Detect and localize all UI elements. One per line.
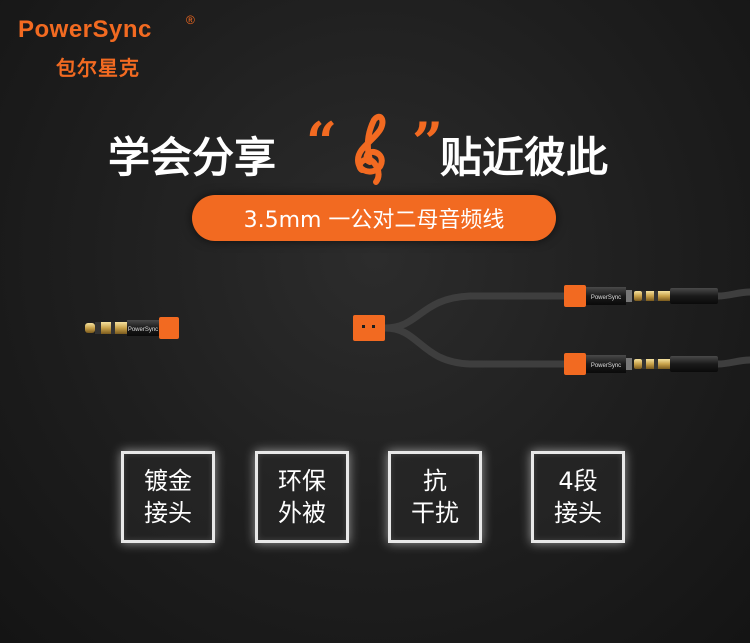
headline: 学会分享 “ ” 贴近彼此 [0,110,750,185]
feature-line2: 干扰 [411,499,459,527]
feature-4-pole-connector: 4段 接头 [531,451,625,543]
close-quote: ” [412,110,444,174]
feature-line1: 4段 [558,467,598,495]
open-quote: “ [306,110,338,174]
female-jack-bottom: PowerSync [564,353,750,375]
plug-brand-label: PowerSync [128,327,158,333]
feature-anti-interference: 抗 干扰 [388,451,482,543]
registered-mark: ® [186,13,195,27]
y-splitter-cable-illustration: PowerSync PowerSync PowerSync [85,285,750,375]
jack-brand-label-top: PowerSync [591,295,621,301]
feature-line1: 环保 [278,467,326,495]
feature-line2: 接头 [554,499,602,527]
feature-line2: 外被 [278,499,326,527]
brand-name-cn: 包尔星克 [56,56,140,80]
male-plug: PowerSync [85,317,179,339]
feature-line2: 接头 [144,499,192,527]
brand-name-en: PowerSync [18,16,152,43]
headline-left-text: 学会分享 [108,133,277,182]
splitter-block [353,315,385,341]
feature-eco-jacket: 环保 外被 [255,451,349,543]
product-title-badge: 3.5mm 一公对二母音频线 [192,195,556,241]
feature-line1: 镀金 [144,467,192,495]
jack-brand-label-bottom: PowerSync [591,363,621,369]
headline-right-text: 贴近彼此 [440,133,609,182]
treble-clef-icon [355,113,386,185]
female-jack-top: PowerSync [564,285,750,307]
feature-line1: 抗 [423,467,447,495]
feature-gold-plated-connector: 镀金 接头 [121,451,215,543]
